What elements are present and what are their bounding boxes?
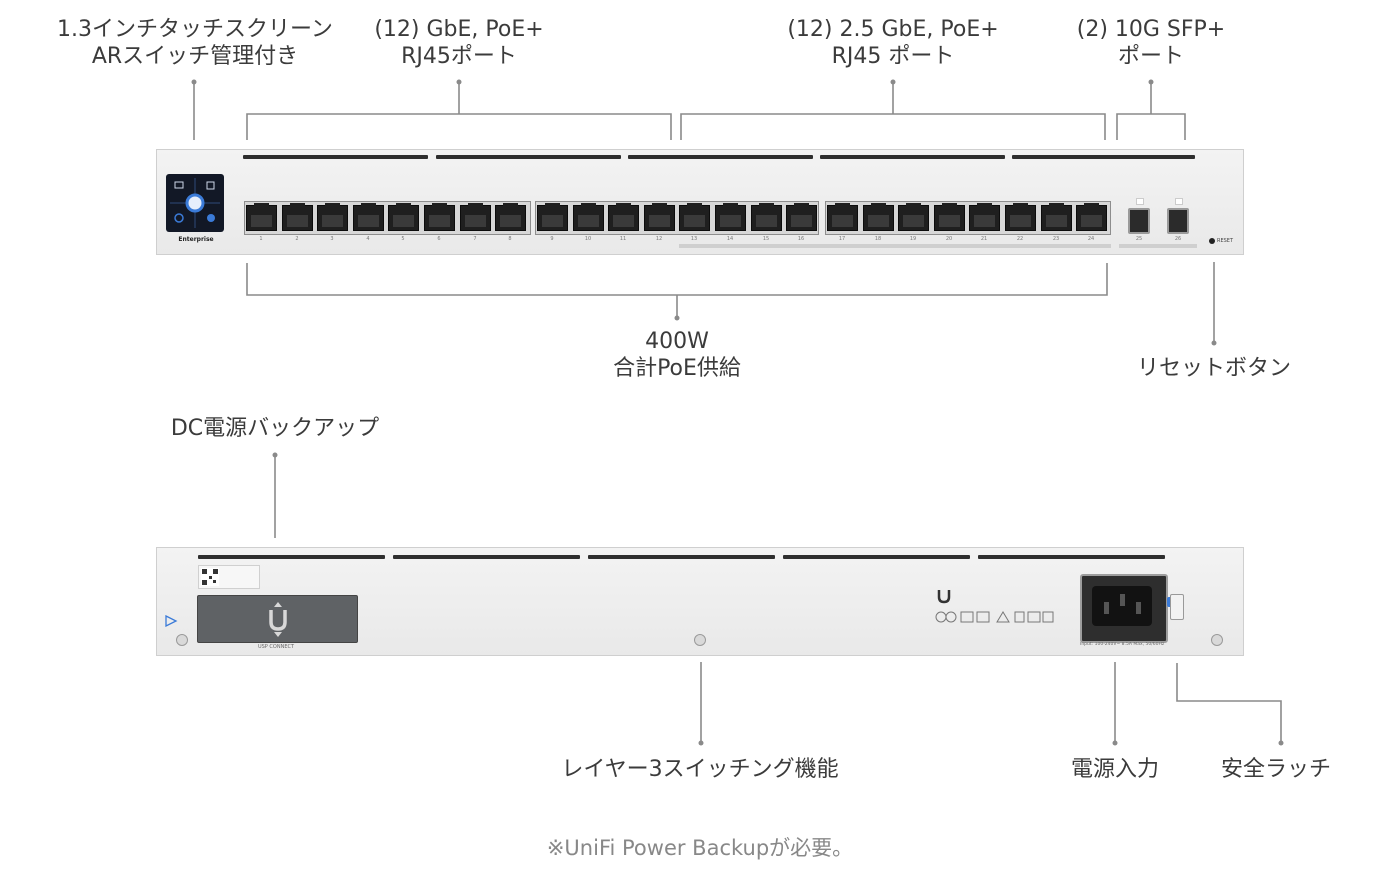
port-number: 7: [473, 236, 477, 242]
vent-slot: [393, 555, 580, 559]
sfp-number: 26: [1174, 236, 1182, 242]
rj45-port-23[interactable]: [1041, 203, 1072, 231]
rj45-port-15[interactable]: [751, 203, 782, 231]
rj45-port-11[interactable]: [608, 203, 639, 231]
reset-button[interactable]: [1209, 238, 1215, 244]
port-number: 8: [508, 236, 512, 242]
port-number: 18: [874, 236, 882, 242]
vent-slot: [588, 555, 775, 559]
rj45-port-14[interactable]: [715, 203, 746, 231]
rj45-port-19[interactable]: [898, 203, 929, 231]
safety-latch-label: 安全ラッチ: [1220, 757, 1331, 782]
rj45-port-13[interactable]: [679, 203, 710, 231]
port-number: 2: [295, 236, 299, 242]
vent-slot: [783, 555, 970, 559]
port-number: 24: [1087, 236, 1095, 242]
footnote: ※UniFi Power Backupが必要。: [546, 836, 854, 860]
screw: [1211, 634, 1223, 646]
serial-sticker: [198, 565, 260, 589]
rj45-port-18[interactable]: [863, 203, 894, 231]
usp-connect-label: USP CONNECT: [257, 644, 295, 650]
brand-label: Enterprise: [178, 236, 214, 243]
port-number: 12: [655, 236, 663, 242]
layer3-label: レイヤー3スイッチング機能: [561, 757, 839, 782]
rj45-port-7[interactable]: [460, 203, 491, 231]
reset-text: RESET: [1217, 238, 1234, 244]
safety-latch[interactable]: [1170, 594, 1184, 620]
port-number: 6: [437, 236, 441, 242]
rj45-port-12[interactable]: [644, 203, 675, 231]
vent-slot: [628, 155, 813, 159]
rj45-port-17[interactable]: [827, 203, 858, 231]
port-number: 9: [550, 236, 554, 242]
dc-backup-label: DC電源バックアップ: [170, 416, 380, 441]
touchscreen-display-icon: [170, 178, 220, 228]
vent-slot: [243, 155, 428, 159]
status-led-icon: [164, 612, 178, 628]
power-input-socket[interactable]: [1080, 574, 1168, 643]
port-number: 20: [945, 236, 953, 242]
port-number: 4: [366, 236, 370, 242]
port-number: 21: [980, 236, 988, 242]
port-number: 15: [762, 236, 770, 242]
port-number: 5: [401, 236, 405, 242]
screw: [176, 634, 188, 646]
qr-code-icon: [201, 568, 219, 586]
rj45-port-6[interactable]: [424, 203, 455, 231]
power-input-spec: Input: 100-240V~ 8.5A Max, 50/60Hz: [1080, 642, 1165, 647]
rj45-port-24[interactable]: [1076, 203, 1107, 231]
gbe-ports-label: (12) GbE, PoE+RJ45ポート: [374, 17, 544, 69]
port-number: 16: [797, 236, 805, 242]
vent-slot: [978, 555, 1165, 559]
ubiquiti-logo-icon: [935, 588, 953, 604]
reset-button-label: リセットボタン: [1136, 356, 1291, 381]
rj45-port-9[interactable]: [537, 203, 568, 231]
rj45-port-5[interactable]: [388, 203, 419, 231]
gbe25-strip: [679, 244, 1111, 248]
port-number: 19: [909, 236, 917, 242]
rj45-port-4[interactable]: [353, 203, 384, 231]
sfp-ports-label: (2) 10G SFP+ポート: [1076, 17, 1226, 69]
dc-backup-port[interactable]: [197, 595, 358, 643]
port-number: 13: [690, 236, 698, 242]
rj45-port-10[interactable]: [573, 203, 604, 231]
vent-slot: [1012, 155, 1195, 159]
rj45-port-20[interactable]: [934, 203, 965, 231]
compliance-marks-icon: [935, 609, 1055, 623]
port-number: 1: [259, 236, 263, 242]
port-number: 22: [1016, 236, 1024, 242]
power-input-label: 電源入力: [1070, 757, 1159, 782]
vent-slot: [820, 155, 1005, 159]
touchscreen[interactable]: [166, 174, 224, 232]
rj45-port-1[interactable]: [246, 203, 277, 231]
rj45-port-16[interactable]: [786, 203, 817, 231]
rj45-port-21[interactable]: [969, 203, 1000, 231]
port-number: 23: [1052, 236, 1060, 242]
sfp-port-25[interactable]: [1128, 208, 1150, 234]
vent-slot: [198, 555, 385, 559]
sfp-led: [1175, 198, 1183, 205]
sfp-led: [1136, 198, 1144, 205]
sfp-strip: [1119, 244, 1197, 248]
sfp-number: 25: [1135, 236, 1143, 242]
sfp-port-26[interactable]: [1167, 208, 1189, 234]
port-number: 10: [584, 236, 592, 242]
rj45-port-2[interactable]: [282, 203, 313, 231]
vent-slot: [436, 155, 621, 159]
screw: [694, 634, 706, 646]
port-number: 3: [330, 236, 334, 242]
port-number: 14: [726, 236, 734, 242]
port-number: 11: [619, 236, 627, 242]
rj45-port-22[interactable]: [1005, 203, 1036, 231]
gbe25-ports-label: (12) 2.5 GbE, PoE+RJ45 ポート: [787, 17, 999, 69]
iec-socket: [1092, 586, 1152, 626]
rj45-port-8[interactable]: [495, 203, 526, 231]
ubiquiti-logo-icon: [269, 602, 287, 637]
port-number: 17: [838, 236, 846, 242]
rj45-port-3[interactable]: [317, 203, 348, 231]
